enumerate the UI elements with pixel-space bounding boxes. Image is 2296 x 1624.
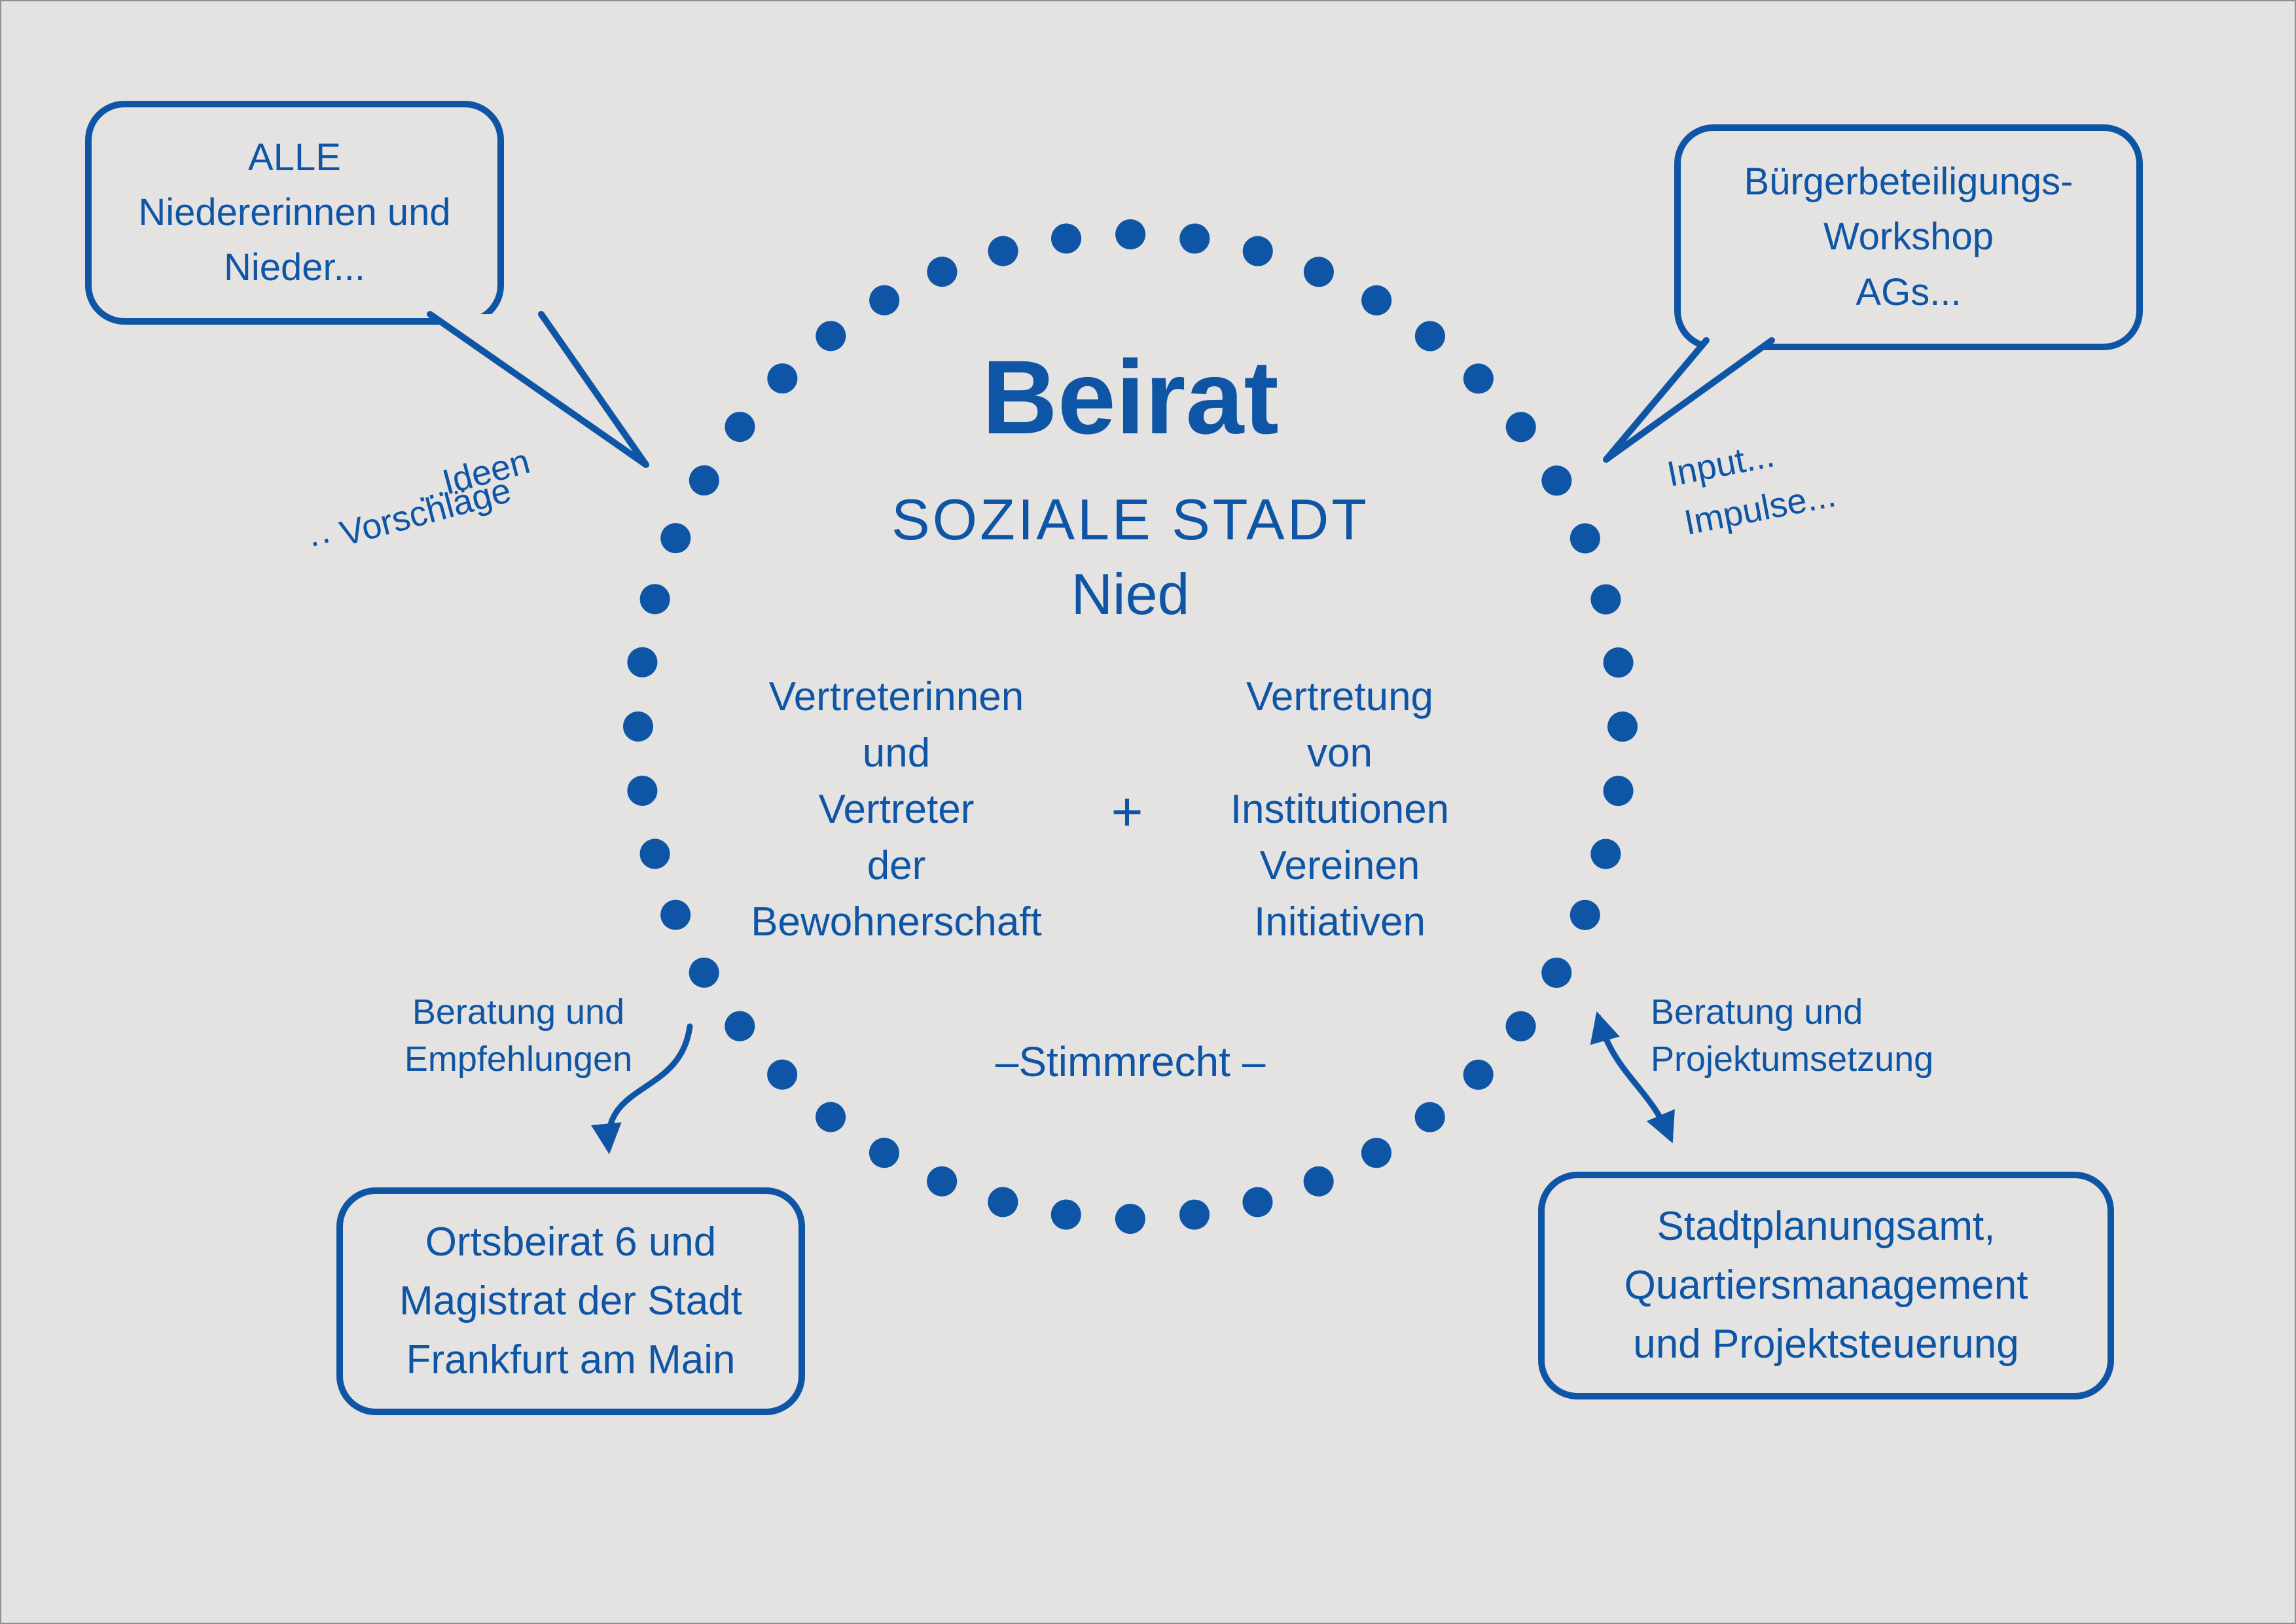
bubble-workshops: Bürgerbeteiligungs- Workshop AGs... [1674, 124, 2143, 350]
bubble-line: Bürgerbeteiligungs- [1744, 160, 2073, 204]
label-line: Projektumsetzung [1651, 1039, 1934, 1079]
institutions-line: von [1307, 731, 1372, 776]
bubble-line: ALLE [248, 135, 341, 179]
bubble-stadtplanungsamt: Stadtplanungsamt, Quartiersmanagement un… [1538, 1172, 2114, 1399]
residents-line: Bewohnerschaft [751, 899, 1042, 945]
center-subtitle: SOZIALE STADT [891, 487, 1370, 552]
residents-line: Vertreterinnen [768, 674, 1024, 719]
voting-note: –Stimmrecht – [995, 1038, 1266, 1085]
bubble-line: Magistrat der Stadt [399, 1278, 742, 1324]
plus-sign: + [1111, 781, 1143, 842]
residents-line: und [862, 731, 931, 776]
label-line: Beratung und [1651, 992, 1863, 1032]
center-title: Beirat [982, 338, 1279, 456]
bubble-line: Nieder... [224, 246, 365, 289]
bubble-line: AGs... [1856, 270, 1962, 314]
residents-line: Vertreter [818, 787, 975, 832]
label-line: Beratung und [412, 992, 625, 1032]
label-beratung-empfehlungen: Beratung und Empfehlungen [387, 988, 649, 1083]
residents-line: der [867, 843, 926, 888]
label-input: Input... [1664, 435, 1778, 495]
label-line: Empfehlungen [404, 1039, 633, 1079]
residents-group: Vertreterinnen und Vertreter der Bewohne… [718, 669, 1075, 950]
institutions-line: Vereinen [1259, 843, 1420, 888]
institutions-line: Initiativen [1254, 899, 1426, 945]
bubble-line: Niedererinnen und [138, 190, 451, 234]
bubble-line: Frankfurt am Main [406, 1337, 736, 1382]
bubble-line: Stadtplanungsamt, [1657, 1204, 1996, 1250]
bubble-line: Ortsbeirat 6 und [425, 1219, 717, 1265]
bubble-ortsbeirat: Ortsbeirat 6 und Magistrat der Stadt Fra… [336, 1187, 805, 1415]
bubble-tail-top-left [427, 311, 649, 468]
bubble-line: Quartiersmanagement [1624, 1263, 2028, 1308]
institutions-line: Institutionen [1230, 787, 1450, 832]
institutions-line: Vertretung [1246, 674, 1434, 719]
bubble-all-residents: ALLE Niedererinnen und Nieder... [85, 101, 504, 325]
institutions-group: Vertretung von Institutionen Vereinen In… [1163, 669, 1516, 950]
label-vorschlaege: ·· Vorschläge [304, 470, 516, 563]
center-subtitle2: Nied [1071, 562, 1190, 626]
bubble-line: Workshop [1823, 215, 1994, 259]
label-beratung-projektumsetzung: Beratung und Projektumsetzung [1651, 988, 2017, 1083]
bubble-line: und Projektsteuerung [1633, 1321, 2019, 1367]
